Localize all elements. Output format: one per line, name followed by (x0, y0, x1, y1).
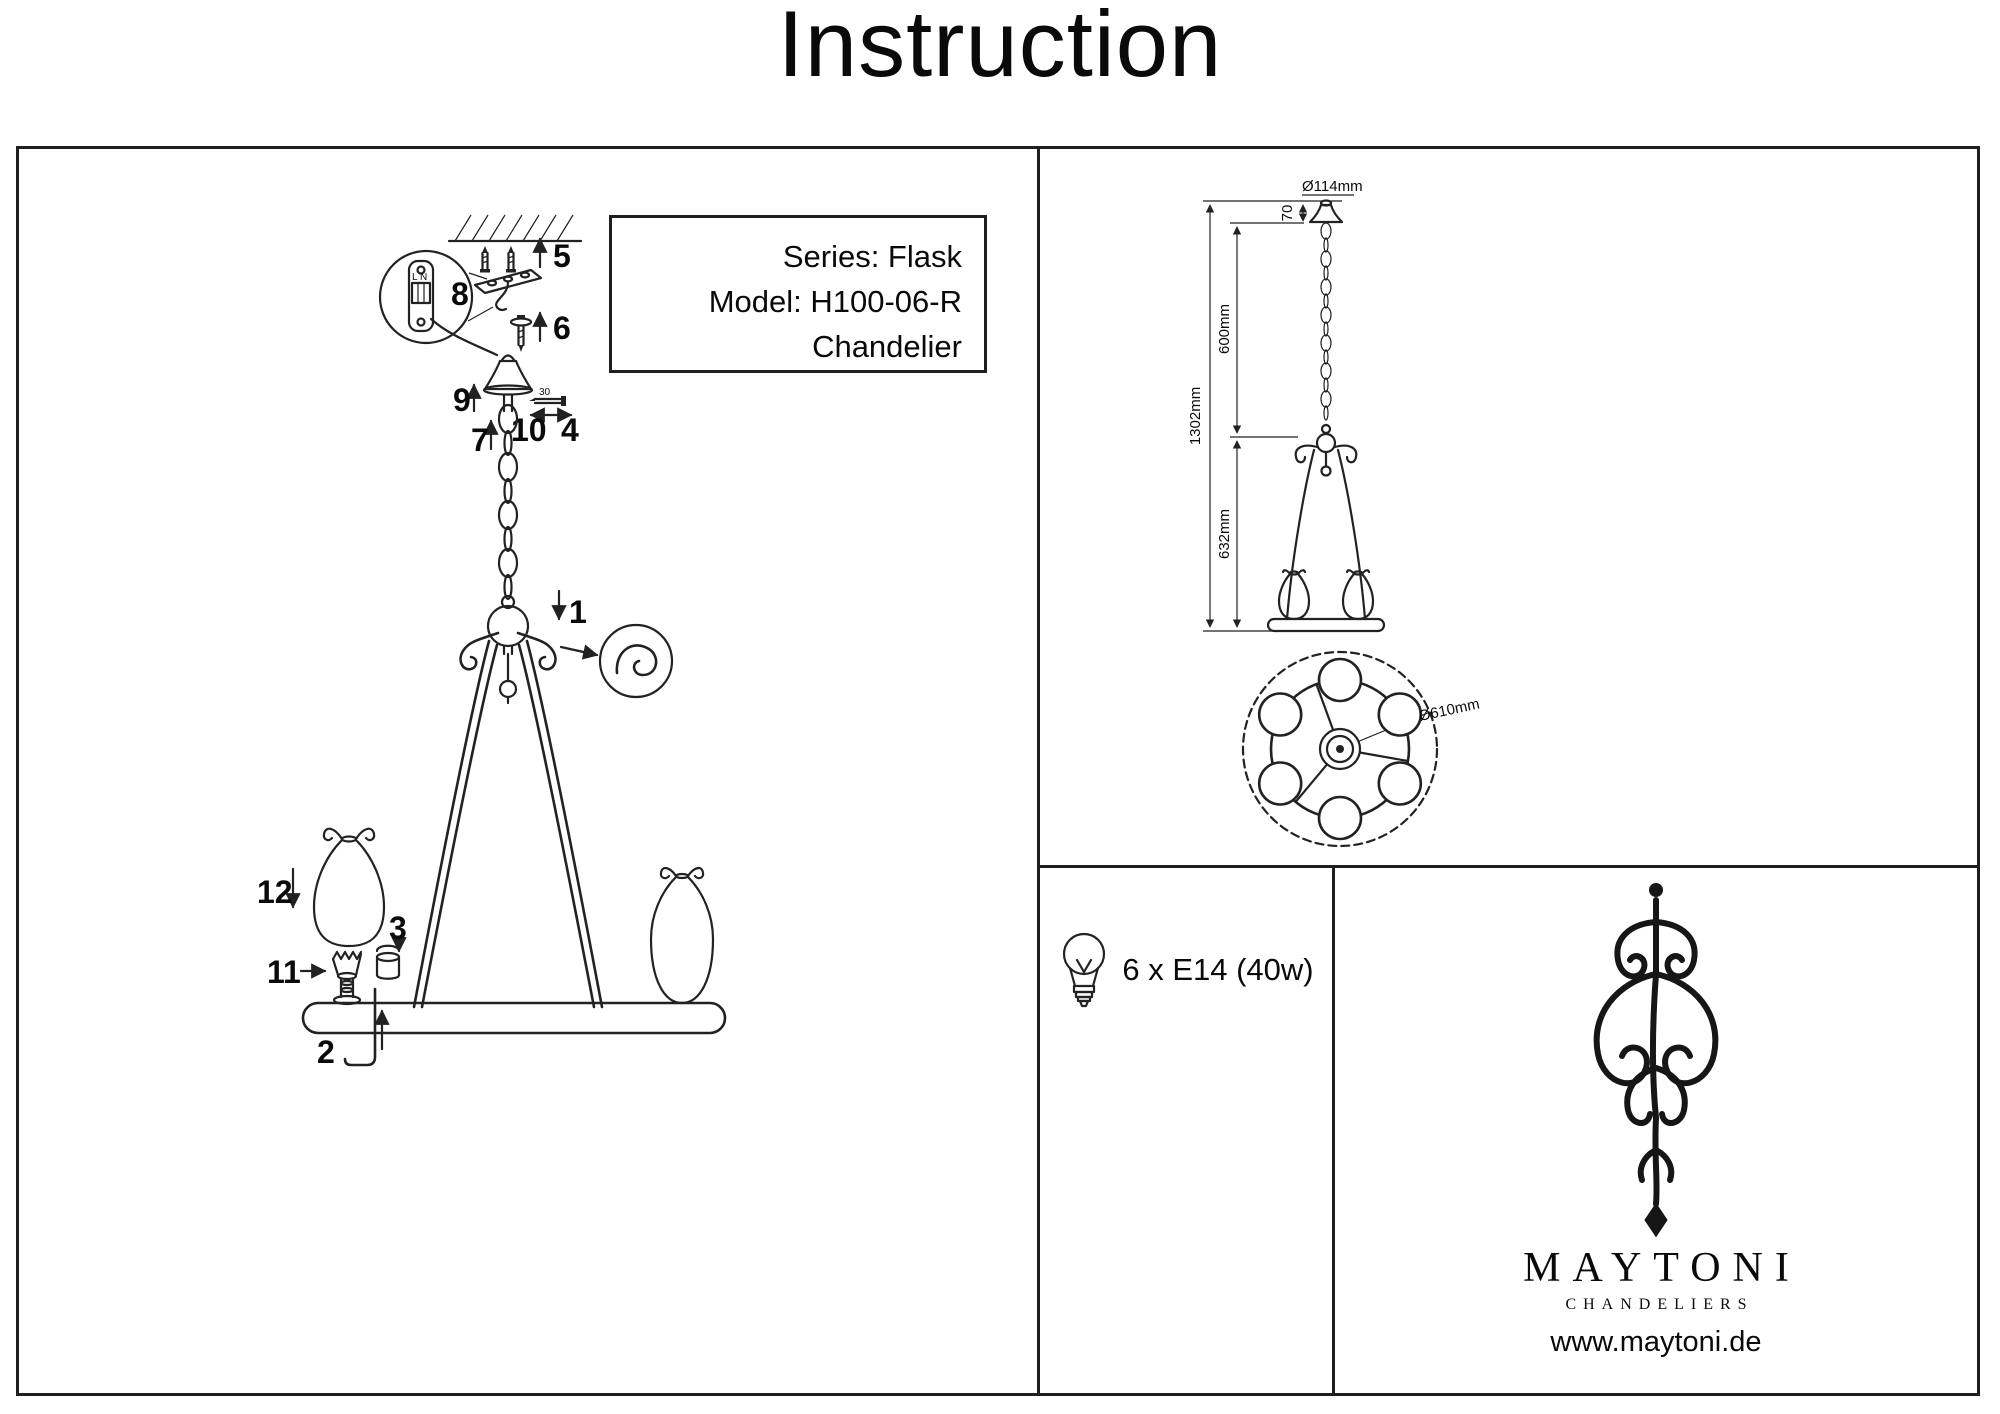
canopy-diameter-label: Ø114mm (1302, 178, 1363, 195)
info-box: Series: Flask Model: H100-06-R Chandelie… (609, 215, 987, 373)
part-label-1: 1 (569, 594, 587, 630)
page-title: Instruction (777, 0, 1223, 96)
panel-divider-vertical (1037, 149, 1040, 1393)
model-label: Model: H100-06-R (708, 284, 962, 319)
ceiling (447, 214, 583, 243)
side-screw: 30 (529, 387, 573, 423)
panel-divider-horizontal (1037, 865, 1977, 868)
top-view: Ø610mm (1241, 650, 1481, 848)
part-label-5: 5 (553, 238, 571, 274)
chain-length-label: 600mm (1216, 304, 1233, 354)
flask-shade-left (312, 827, 386, 948)
brand-name: MAYTONI (1523, 1245, 1801, 1291)
assembly-diagram: 5 L N 8 (257, 214, 727, 1070)
part-label-7: 7 (471, 422, 489, 458)
bulb-spec: 6 x E14 (40w) (1040, 868, 1332, 1393)
candle-socket (331, 950, 363, 1006)
side-view (1266, 199, 1386, 633)
series-label: Series: Flask (782, 239, 962, 274)
extension-lines (1203, 200, 1342, 632)
bulb-count-label: 6 x E14 (40w) (1122, 952, 1314, 987)
canopy-height-label: 70 (1279, 205, 1296, 222)
hook-icon (495, 280, 510, 311)
total-height-label: 1302mm (1187, 387, 1204, 445)
dim-canopy: 70 Ø114mm (1279, 178, 1363, 222)
canopy-screw (509, 315, 533, 352)
part-label-8: 8 (451, 276, 469, 312)
part-label-11: 11 (267, 954, 301, 990)
mounting-strap (473, 268, 543, 311)
brand-division: CHANDELIERS (1565, 1296, 1754, 1313)
flask-shade-right (649, 866, 715, 1005)
bottom-cell-divider (1332, 865, 1335, 1393)
bulb-icon (1063, 932, 1106, 1008)
part-label-3: 3 (389, 910, 407, 946)
terminal-label: L N (412, 272, 427, 283)
screw-dim-label: 30 (539, 387, 551, 398)
dim-chain-length: 600mm (1216, 226, 1242, 434)
threaded-rod (343, 987, 390, 1067)
ferrule (375, 937, 407, 980)
curl-detail-circle (559, 623, 674, 699)
chain (497, 403, 519, 601)
part-label-12: 12 (257, 874, 293, 910)
dim-total-height: 1302mm (1187, 204, 1215, 628)
dimension-diagram: 1302mm 600mm 632mm 70 Ø114mm (1187, 178, 1481, 848)
body-height-label: 632mm (1216, 509, 1233, 559)
maytoni-ornament-icon (1593, 883, 1719, 1238)
part-label-2: 2 (317, 1034, 335, 1070)
part-label-4: 4 (561, 412, 579, 448)
base-ring (301, 1001, 727, 1035)
brand-website: www.maytoni.de (1550, 1326, 1762, 1358)
brand-block: MAYTONI CHANDELIERS www.maytoni.de (1335, 868, 1977, 1393)
part-label-9: 9 (453, 382, 471, 418)
ceiling-screws (480, 246, 516, 273)
body-diameter-label: Ø610mm (1417, 695, 1481, 724)
frame-arms (412, 631, 604, 1009)
bracket-detail-circle: L N (378, 249, 499, 357)
type-label: Chandelier (812, 329, 962, 364)
main-frame: 5 L N 8 (16, 146, 1980, 1396)
part-label-6: 6 (553, 310, 571, 346)
ball-joint (486, 594, 530, 705)
canopy (482, 354, 534, 413)
dim-body-height: 632mm (1216, 440, 1242, 628)
